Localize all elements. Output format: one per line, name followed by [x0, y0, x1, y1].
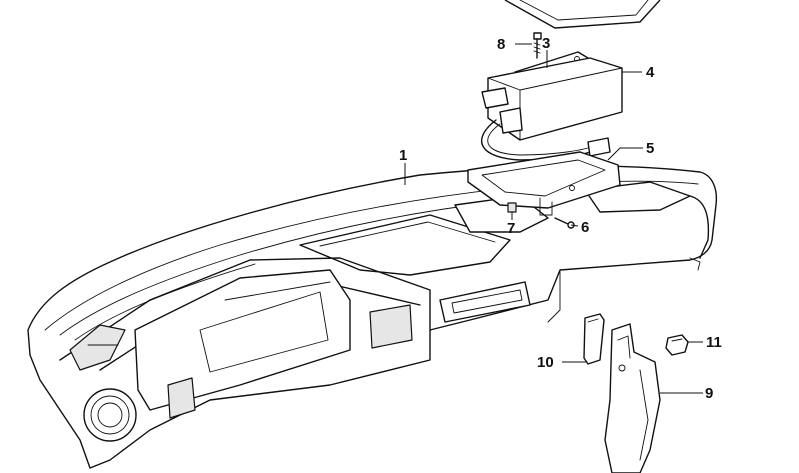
frame-part-5 [467, 151, 621, 216]
callout-9: 9 [705, 385, 713, 402]
callout-10: 10 [537, 354, 554, 371]
callout-6: 6 [581, 219, 589, 236]
leader-5 [607, 147, 643, 161]
top-panel-part [504, 0, 661, 29]
screw-part-8 [533, 32, 542, 59]
callout-1: 1 [399, 147, 407, 164]
bracket-part-10 [583, 313, 605, 365]
leader-lines [404, 43, 703, 394]
callout-11: 11 [706, 334, 722, 351]
trim-part-9 [604, 323, 661, 473]
callout-5: 5 [646, 140, 654, 157]
callout-7: 7 [507, 220, 515, 237]
callout-labels: 1 3 4 5 6 7 8 9 10 11 [399, 35, 722, 402]
clip-part-11 [665, 334, 689, 356]
dashboard-part-1 [27, 165, 718, 469]
callout-4: 4 [646, 64, 655, 81]
callout-3: 3 [542, 35, 550, 52]
leader-6 [570, 224, 579, 227]
module-part-4 [480, 57, 623, 161]
clip-part-7 [507, 202, 517, 213]
callout-8: 8 [497, 36, 505, 53]
